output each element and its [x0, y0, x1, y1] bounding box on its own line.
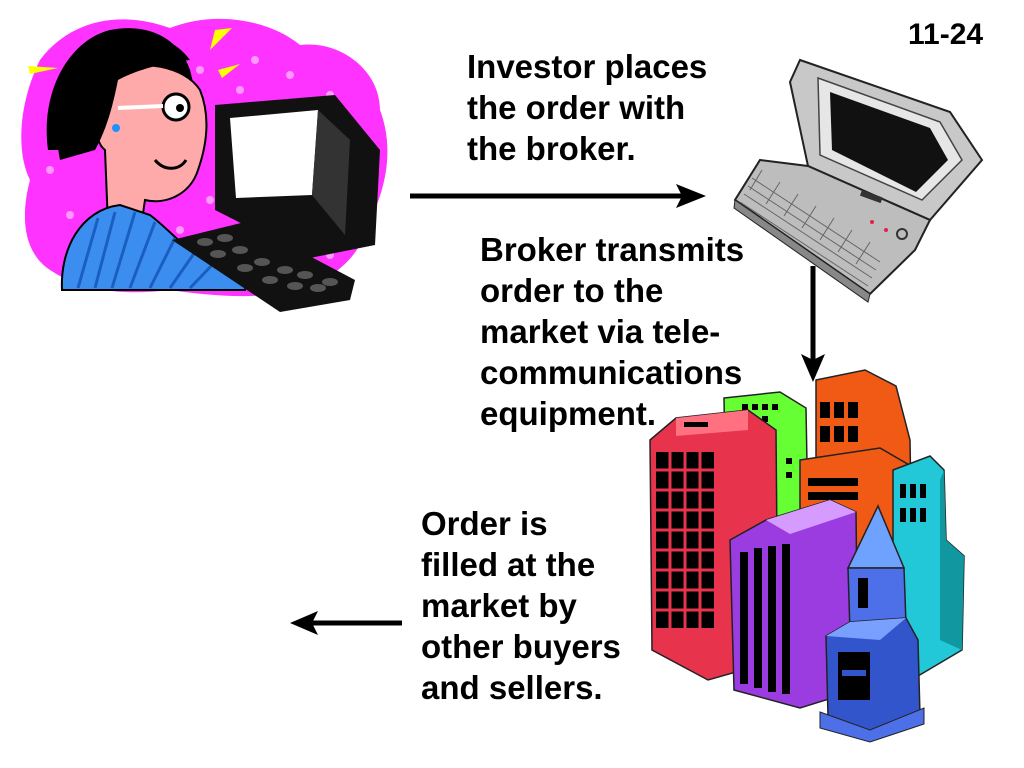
step-text-line: Order is: [421, 505, 548, 542]
step-text-line: market by: [421, 587, 577, 624]
step-text-line: Investor places: [467, 48, 708, 85]
step-text-line: equipment.: [480, 395, 657, 432]
arrow-market-to-investor: [290, 611, 402, 635]
arrow-broker-to-market: [801, 266, 825, 382]
step-text-line: Broker transmits: [480, 231, 745, 268]
step-text-line: filled at the: [421, 546, 596, 583]
step-text-line: the broker.: [467, 130, 636, 167]
step-text-line: market via tele-: [480, 313, 721, 350]
city-buildings-icon: [649, 369, 965, 743]
step-text-order-filled: Order is filled at the market by other b…: [421, 503, 641, 708]
step-text-line: and sellers.: [421, 669, 603, 706]
step-text-line: other buyers: [421, 628, 621, 665]
step-text-line: communications: [480, 354, 743, 391]
arrow-investor-to-broker: [410, 184, 706, 208]
investor-at-computer-icon: [21, 18, 388, 312]
page-number: 11-24: [908, 18, 984, 51]
laptop-icon: [733, 58, 984, 303]
step-text-broker-transmits-order: Broker transmits order to the market via…: [480, 229, 770, 434]
step-text-line: the order with: [467, 89, 686, 126]
step-text-line: order to the: [480, 272, 664, 309]
step-text-investor-places-order: Investor places the order with the broke…: [467, 46, 737, 169]
